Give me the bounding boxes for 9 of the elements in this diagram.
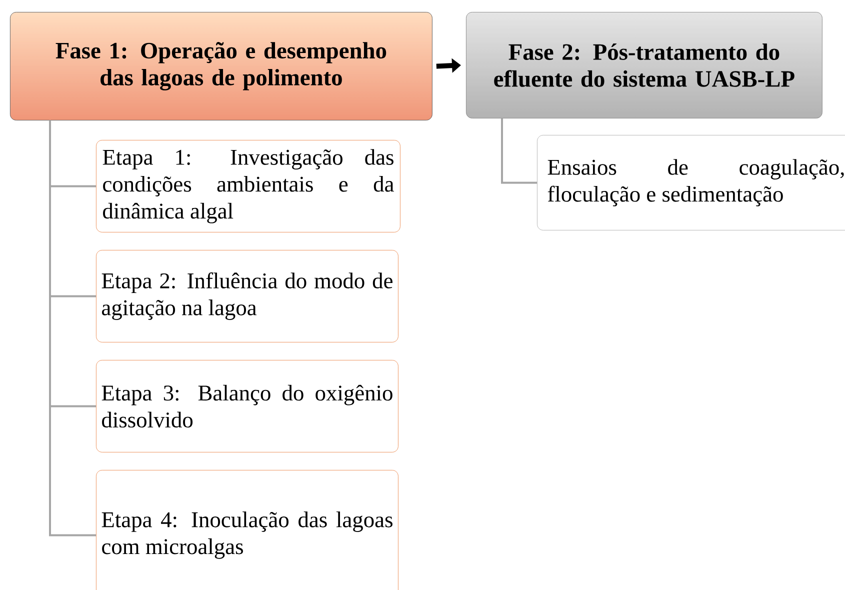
phase-box: Fase 1: Operação e desempenho das lagoas de polimento (10, 12, 432, 120)
step-box: Etapa 1: Investigação das condições ambientais e da dinâmica algal (96, 140, 400, 232)
step-box: Etapa 3: Balanço do oxigênio dissolvido (96, 360, 398, 452)
step-box: Etapa 2: Influência do modo de agitação na lagoa (96, 250, 398, 342)
phase-box: Fase 2: Pós-tratamento do efluente do sistema UASB-LP (466, 12, 822, 118)
connector-line (501, 118, 537, 184)
step-box: Ensaios de coagulação, floculação e sedimentação (537, 135, 845, 230)
step-box: Etapa 4: Inoculação das lagoas com microalgas (96, 470, 398, 590)
connector-line (49, 120, 96, 536)
